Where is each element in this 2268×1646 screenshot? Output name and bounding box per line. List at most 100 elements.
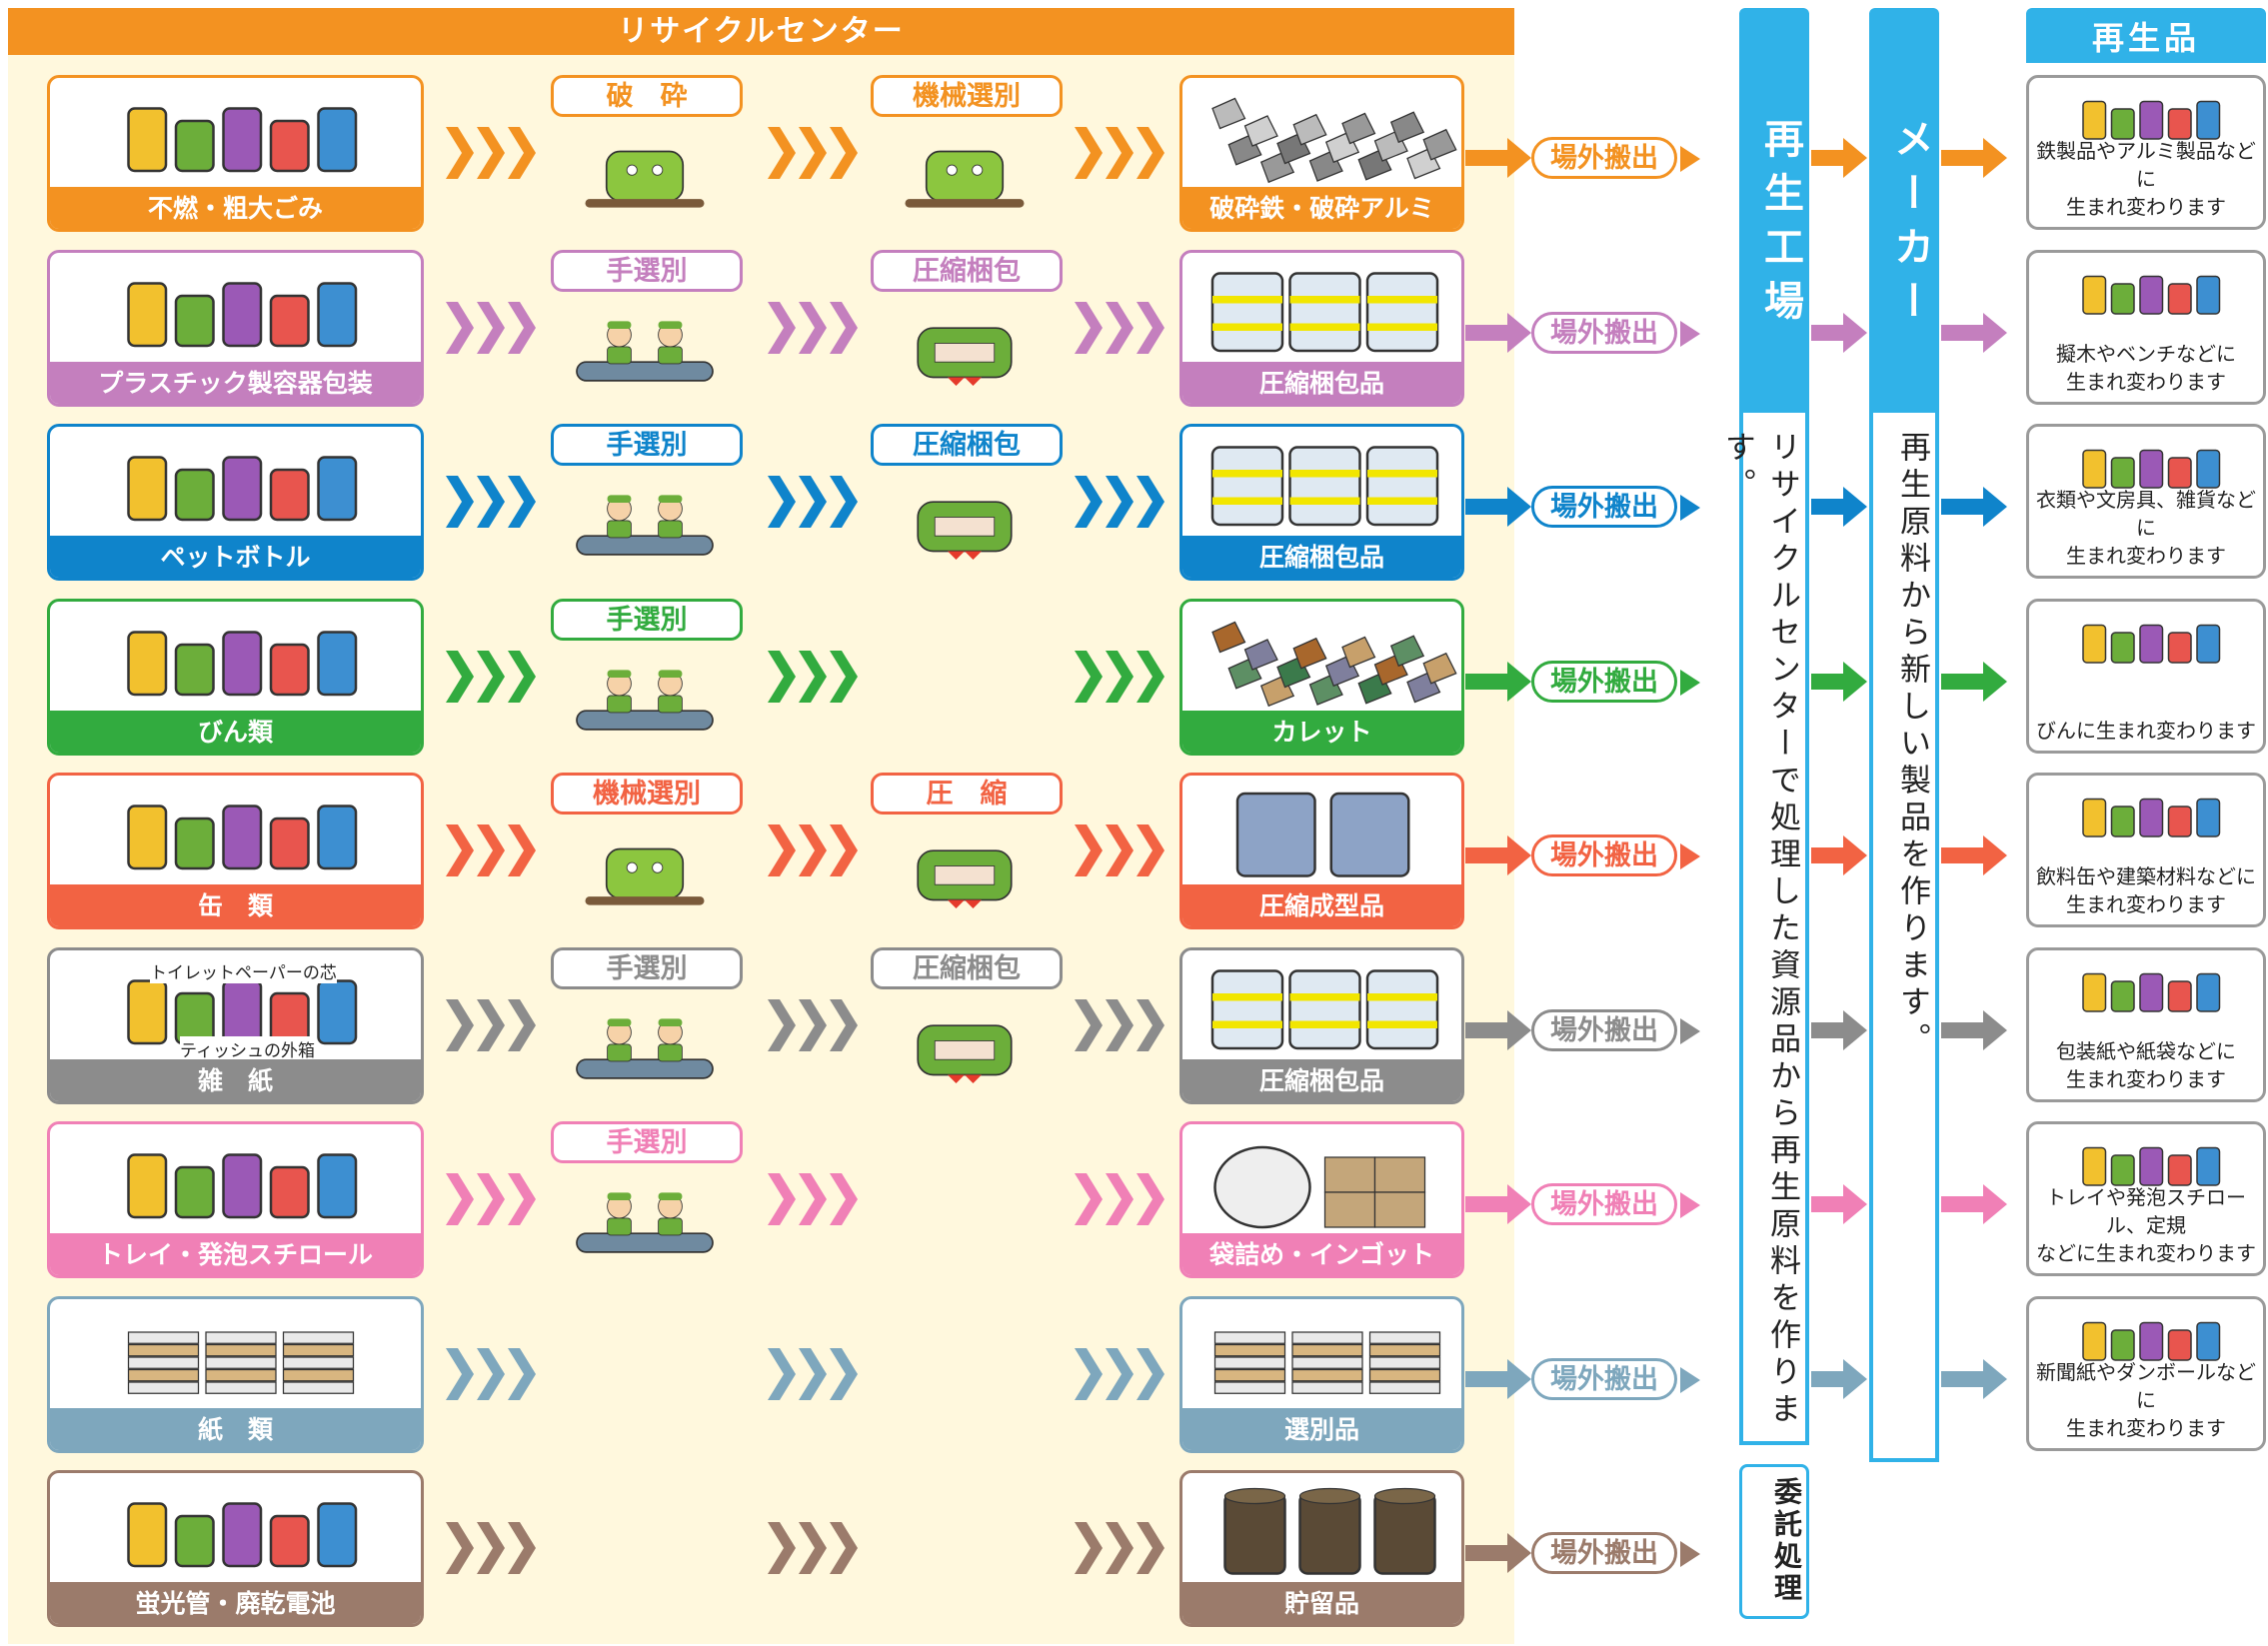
compressor-icon: [917, 326, 1013, 386]
chevron-arrow-icon: [1075, 301, 1103, 354]
product-icon-4: [2082, 798, 2221, 837]
process-2-illustration: [880, 821, 1050, 928]
chevron-arrow-icon: [477, 1522, 505, 1574]
factory-description: リサイクルセンターで処理した資源品から再生原料を作ります。: [1719, 413, 1809, 1445]
source-box: びん類: [47, 598, 424, 756]
chevron-arrow-icon: [1106, 476, 1134, 528]
chevron-arrow-icon: [508, 650, 536, 703]
factory-to-maker-arrow: [1811, 1009, 1867, 1050]
chevron-arrow-icon: [508, 1347, 536, 1400]
chevron-arrow-icon: [1136, 301, 1164, 354]
chevron-arrow-icon: [768, 650, 796, 703]
chevron-arrow-icon: [1075, 1347, 1103, 1400]
source-illustration: [60, 610, 411, 705]
process-2-label: 圧 縮: [871, 773, 1063, 815]
chevron-arrow-icon: [477, 127, 505, 179]
carry-out-arrow: [1465, 312, 1531, 353]
maker-to-product-arrow: [1941, 1358, 2007, 1399]
flow-arrows-1: [446, 301, 536, 354]
cans-icon: [127, 805, 358, 870]
flow-arrows-1: [446, 1522, 536, 1574]
product-box: 擬木やベンチなどに生まれ変わります: [2026, 249, 2266, 405]
flow-arrows-2: [768, 650, 858, 703]
factory-to-maker-arrow: [1811, 835, 1867, 875]
chevron-arrow-icon: [508, 127, 536, 179]
product-illustration: [2041, 263, 2251, 323]
carry-out-arrow: [1465, 1184, 1531, 1224]
factory-description-text: リサイクルセンターで処理した資源品から再生原料を作ります。: [1719, 431, 1800, 1429]
chevron-arrow-icon: [477, 824, 505, 876]
chevron-arrow-icon: [799, 650, 827, 703]
process-2-illustration: [880, 298, 1050, 406]
output-box: 圧縮成型品: [1179, 773, 1464, 929]
source-box: トイレットペーパーの芯ティッシュの外箱雑 紙: [47, 946, 424, 1104]
factory-to-maker-arrow: [1811, 1184, 1867, 1224]
factory-to-maker-arrow: [1811, 661, 1867, 702]
product-text-line-0: トレイや発泡スチロール、定規: [2046, 1185, 2246, 1237]
product-icon-5: [2082, 972, 2221, 1012]
chevron-arrow-icon: [508, 824, 536, 876]
maker-to-product-arrow: [1941, 138, 2007, 178]
product-text: 包装紙や紙袋などに生まれ変わります: [2029, 1037, 2263, 1093]
chevron-arrow-icon: [1075, 998, 1103, 1051]
chevron-arrow-icon: [1136, 650, 1164, 703]
chevron-arrow-icon: [768, 1347, 796, 1400]
flow-arrows-2: [768, 1522, 858, 1574]
output-box: 選別品: [1179, 1295, 1464, 1453]
source-note-0: トイレットペーパーの芯: [150, 957, 337, 983]
process-1-label: 破 砕: [551, 75, 743, 117]
chevron-arrow-icon: [508, 476, 536, 528]
product-text: トレイや発泡スチロール、定規などに生まれ変わります: [2029, 1183, 2263, 1267]
styrofoam-boxes-icon: [127, 1153, 358, 1219]
source-illustration: [60, 784, 411, 878]
product-box: 衣類や文房具、雑貨などに生まれ変わります: [2026, 424, 2266, 579]
output-illustration: [1192, 86, 1457, 184]
paper-stacks-icon: [1213, 1330, 1441, 1394]
product-icon-3: [2082, 624, 2221, 664]
chevron-arrow-icon: [1136, 1173, 1164, 1225]
consign-processing-box: 委託処理: [1739, 1464, 1809, 1619]
chevron-arrow-icon: [1106, 1347, 1134, 1400]
product-illustration: [2041, 1309, 2251, 1369]
output-illustration: [1192, 261, 1451, 356]
chevron-arrow-icon: [446, 476, 474, 528]
process-2-label: 圧縮梱包: [871, 946, 1063, 989]
source-illustration: [60, 1307, 411, 1402]
carry-out-label: 場外搬出: [1531, 660, 1700, 703]
chevron-arrow-icon: [799, 1173, 827, 1225]
glass-bottles-icon: [127, 630, 358, 696]
product-icon-2: [2082, 449, 2221, 489]
factory-to-maker-arrow: [1811, 138, 1867, 178]
flow-arrows-1: [446, 127, 536, 179]
output-illustration: [1192, 1481, 1451, 1576]
flow-arrows-2: [768, 998, 858, 1051]
crushed-metal-icon: [1211, 97, 1457, 184]
bales-icon: [1210, 446, 1439, 527]
chevron-arrow-icon: [446, 998, 474, 1051]
chevron-arrow-icon: [477, 301, 505, 354]
carry-out-arrow: [1465, 661, 1531, 702]
chevron-arrow-icon: [446, 1173, 474, 1225]
chevron-arrow-icon: [830, 1173, 858, 1225]
workers-icon: [576, 1192, 714, 1253]
maker-to-product-arrow: [1941, 835, 2007, 875]
chevron-arrow-icon: [1136, 1522, 1164, 1574]
process-2-illustration: [880, 995, 1050, 1103]
chevron-arrow-icon: [477, 1347, 505, 1400]
product-box: びんに生まれ変わります: [2026, 598, 2266, 754]
chevron-arrow-icon: [508, 998, 536, 1051]
process-1-label: 機械選別: [551, 773, 743, 815]
carry-out-label: 場外搬出: [1531, 1357, 1700, 1400]
output-label: 圧縮梱包品: [1182, 361, 1461, 404]
workers-icon: [576, 669, 714, 731]
chevron-arrow-icon: [477, 476, 505, 528]
carry-out-label: 場外搬出: [1531, 1532, 1700, 1574]
flow-arrows-1: [446, 1347, 536, 1400]
maker-title: メーカー: [1869, 8, 1939, 413]
workers-icon: [576, 1017, 714, 1079]
chevron-arrow-icon: [768, 824, 796, 876]
source-box: 蛍光管・廃乾電池: [47, 1470, 424, 1627]
flow-arrows-1: [446, 1173, 536, 1225]
flow-arrows-1: [446, 476, 536, 528]
carry-out-arrow: [1465, 1533, 1531, 1573]
